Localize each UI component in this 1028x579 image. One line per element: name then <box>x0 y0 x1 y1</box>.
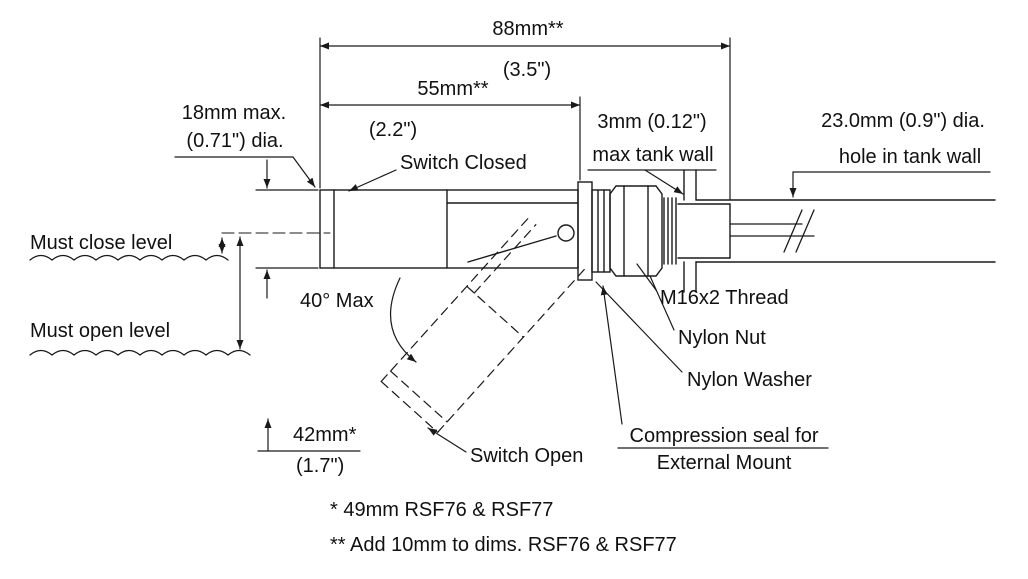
wires <box>729 209 815 253</box>
tank-wall <box>683 169 996 293</box>
nylon-nut-shape <box>609 185 663 277</box>
dim-88mm-label: 88mm** <box>492 18 564 40</box>
nylon-washer-shape <box>577 181 593 281</box>
footnote-2: ** Add 10mm to dims. RSF76 & RSF77 <box>330 534 677 556</box>
tank-wall-thickness-sub: max tank wall <box>592 144 714 166</box>
hinge-pivot <box>557 224 575 242</box>
must-close-wave <box>29 254 229 261</box>
thread-label: M16x2 Thread <box>660 287 789 309</box>
compression-seal-label-line1: Compression seal for <box>629 425 819 447</box>
dim-18mm-inches: (0.71") dia. <box>186 130 284 152</box>
dim-55mm-label: 55mm** <box>417 78 489 100</box>
must-close-level-label: Must close level <box>30 232 173 254</box>
must-open-level-label: Must open level <box>30 320 171 342</box>
dim-18mm-label: 18mm max. <box>181 102 287 124</box>
angle-max-label: 40° Max <box>300 290 374 312</box>
nylon-washer-label: Nylon Washer <box>687 369 812 391</box>
compression-seal-label-line2: External Mount <box>656 452 792 474</box>
switch-open-label: Switch Open <box>470 445 584 467</box>
dim-42mm-label: 42mm* <box>293 424 357 446</box>
nylon-nut-label: Nylon Nut <box>678 327 766 349</box>
hole-dia-label: 23.0mm (0.9") dia. <box>821 110 985 132</box>
footnote-1: * 49mm RSF76 & RSF77 <box>330 499 554 521</box>
callout-leaders <box>348 169 829 453</box>
dim-55mm-inches: (2.2") <box>368 119 418 141</box>
float-switch-body <box>319 189 579 269</box>
float-open-position <box>380 217 586 433</box>
tank-wall-thickness-label: 3mm (0.12") <box>597 111 707 133</box>
compression-seal-shape <box>591 189 611 273</box>
water-level-waves <box>29 254 251 356</box>
swing-arc-arrow <box>389 277 417 363</box>
switch-closed-label: Switch Closed <box>400 152 527 174</box>
dim-88mm-inches: (3.5") <box>502 59 552 81</box>
dimension-lines <box>174 37 991 452</box>
dim-42mm-inches: (1.7") <box>296 455 345 477</box>
thread-shape <box>663 197 677 265</box>
hole-dia-sub: hole in tank wall <box>838 146 982 168</box>
mounting-hardware <box>577 181 731 281</box>
must-open-wave <box>29 349 251 356</box>
